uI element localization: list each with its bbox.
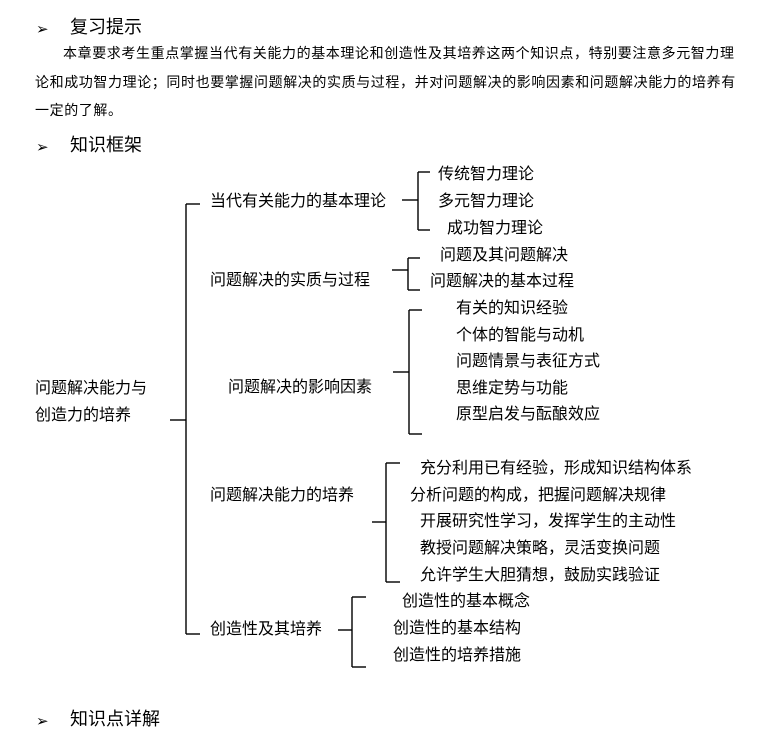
section-arrow-icon: ➢: [36, 712, 49, 730]
branch-item: 思维定势与功能: [456, 378, 569, 397]
branch-item: 教授问题解决策略，灵活变换问题: [420, 538, 661, 557]
branch-item: 开展研究性学习，发挥学生的主动性: [420, 511, 677, 530]
branch-item: 问题解决的基本过程: [430, 271, 575, 290]
section-title-review: 复习提示: [70, 17, 142, 38]
branch-item: 传统智力理论: [438, 164, 535, 183]
section-arrow-icon: ➢: [36, 20, 49, 38]
branch-title: 创造性及其培养: [210, 619, 323, 638]
branch-title: 问题解决能力的培养: [210, 485, 355, 504]
section-title-framework: 知识框架: [70, 135, 142, 156]
framework-root-line2: 创造力的培养: [35, 405, 132, 424]
branch-item: 分析问题的构成，把握问题解决规律: [410, 485, 667, 504]
branch-item: 成功智力理论: [447, 218, 544, 237]
framework-root-line1: 问题解决能力与: [35, 378, 148, 397]
branch-title: 问题解决的影响因素: [228, 377, 373, 396]
section-arrow-icon: ➢: [36, 138, 49, 156]
branch-item: 多元智力理论: [438, 191, 535, 210]
branch-item: 问题及其问题解决: [440, 245, 569, 264]
section-title-details: 知识点详解: [70, 709, 160, 730]
branch-item: 原型启发与酝酿效应: [456, 404, 601, 423]
branch-title: 问题解决的实质与过程: [210, 270, 371, 289]
branch-item: 充分利用已有经验，形成知识结构体系: [420, 458, 693, 477]
branch-item: 创造性的培养措施: [393, 645, 522, 664]
branch-item: 允许学生大胆猜想，鼓励实践验证: [420, 565, 661, 584]
branch-title: 当代有关能力的基本理论: [210, 191, 387, 210]
branch-item: 个体的智能与动机: [456, 325, 585, 344]
branch-item: 创造性的基本概念: [402, 591, 531, 610]
branch-item: 有关的知识经验: [456, 298, 569, 317]
review-paragraph: 本章要求考生重点掌握当代有关能力的基本理论和创造性及其培养这两个知识点，特别要注…: [35, 40, 740, 126]
branch-item: 问题情景与表征方式: [456, 351, 601, 370]
branch-item: 创造性的基本结构: [393, 618, 522, 637]
review-text: 本章要求考生重点掌握当代有关能力的基本理论和创造性及其培养这两个知识点，特别要注…: [35, 46, 736, 119]
